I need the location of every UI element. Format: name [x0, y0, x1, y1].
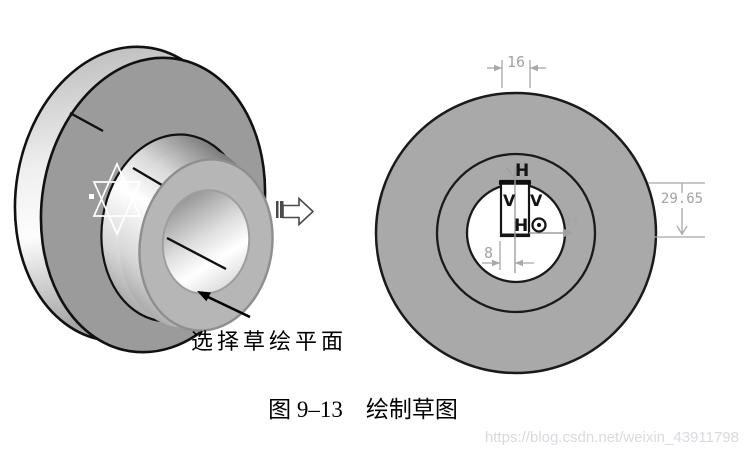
model-3d-view — [13, 45, 274, 354]
star-down-triangle — [92, 181, 142, 237]
centerline-arrow — [506, 167, 522, 179]
symbol-dot — [536, 222, 542, 228]
step-arrow-tail-bar-1 — [276, 201, 279, 218]
constraint-horizontal-bottom: H — [514, 216, 529, 236]
watermark-text: https://blog.csdn.net/weixin_43911798 — [484, 429, 739, 446]
step-arrow-body — [282, 196, 315, 227]
annotation-arrow-shaft — [207, 295, 251, 319]
constraint-vertical-left: V — [503, 191, 516, 210]
dim-width-value: 16 — [506, 53, 526, 71]
annotation-arrow-icon — [197, 291, 251, 319]
dim-arrow — [494, 64, 502, 72]
flange-rim-seam-line — [69, 111, 104, 133]
centerline-arrow — [563, 228, 573, 238]
star-vertex-dot — [89, 194, 94, 199]
dim-arrow — [492, 259, 500, 267]
bore-seam-line — [166, 236, 227, 271]
step-arrow-icon — [276, 196, 315, 227]
annotation-arrow-head — [197, 291, 211, 302]
datum-star-icon — [89, 161, 142, 237]
dim-arrow — [530, 64, 538, 72]
step-arrow-tail-bar-2 — [280, 201, 284, 218]
center-bore — [161, 189, 251, 295]
sketch-2d-view — [374, 60, 705, 375]
dim-offset-lines — [482, 241, 534, 270]
figure-caption: 图 9–13 绘制草图 — [268, 397, 458, 422]
horizontal-reference-label: H — [566, 212, 579, 230]
boss-circle — [435, 152, 597, 314]
dim-height-value: 29.65 — [660, 191, 704, 207]
dim-arrow — [676, 225, 688, 236]
horizontal-centerline — [529, 228, 573, 238]
dim-height-lines — [648, 182, 705, 238]
dim-offset-value: 8 — [484, 244, 494, 262]
constraint-vertical-right: V — [530, 191, 543, 210]
vertical-centerline — [506, 167, 522, 273]
dim-arrow — [515, 259, 523, 267]
star-up-triangle — [92, 161, 142, 217]
dim-width-lines — [487, 60, 546, 88]
annotation-label: 选择草绘平面 — [191, 329, 348, 354]
constraint-horizontal-top: H — [515, 161, 530, 181]
coincident-symbol-icon — [531, 217, 547, 233]
